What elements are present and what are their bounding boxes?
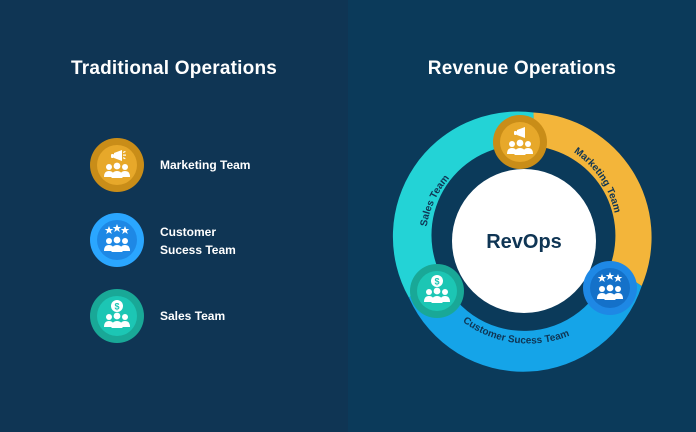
svg-text:$: $ [434, 277, 439, 287]
legend-item-customer-success: Customer Sucess Team [90, 213, 330, 267]
sales-ring-segment [392, 111, 534, 298]
stars-team-icon [97, 220, 137, 260]
ring-marketing-badge [493, 115, 547, 169]
legend-label-sales: Sales Team [160, 309, 226, 323]
marketing-ring-segment [533, 112, 652, 286]
traditional-operations-title: Traditional Operations [70, 58, 278, 79]
revenue-operations-title: Revenue Operations [427, 58, 617, 79]
stars-team-icon [597, 272, 623, 300]
ring-customer-badge [583, 261, 637, 315]
legend-item-sales: $ Sales Team [90, 289, 330, 343]
legend-label-marketing: Marketing Team [160, 158, 251, 172]
legend-item-marketing: Marketing Team [90, 138, 330, 192]
ring-sales-badge: $ [410, 264, 464, 318]
legend-label-customer-line2: Sucess Team [160, 243, 236, 257]
dollar-team-icon: $ [97, 296, 137, 336]
revops-center-circle [452, 169, 596, 313]
sales-badge: $ [90, 289, 144, 343]
legend-label-customer-line1: Customer [160, 225, 217, 239]
customer-ring-segment [409, 265, 642, 372]
megaphone-team-icon [507, 127, 533, 155]
svg-text:$: $ [114, 302, 119, 312]
marketing-badge [90, 138, 144, 192]
customer-badge [90, 213, 144, 267]
dollar-team-icon: $ [424, 275, 450, 303]
revops-center-label: RevOps [486, 231, 562, 253]
revops-cycle-diagram: RevOps Sales Team Marketing Team Custome… [392, 111, 652, 372]
traditional-operations-panel: Traditional Operations [0, 0, 348, 432]
legend-label-customer-success: Customer Sucess Team [160, 223, 290, 259]
megaphone-team-icon [97, 145, 137, 185]
